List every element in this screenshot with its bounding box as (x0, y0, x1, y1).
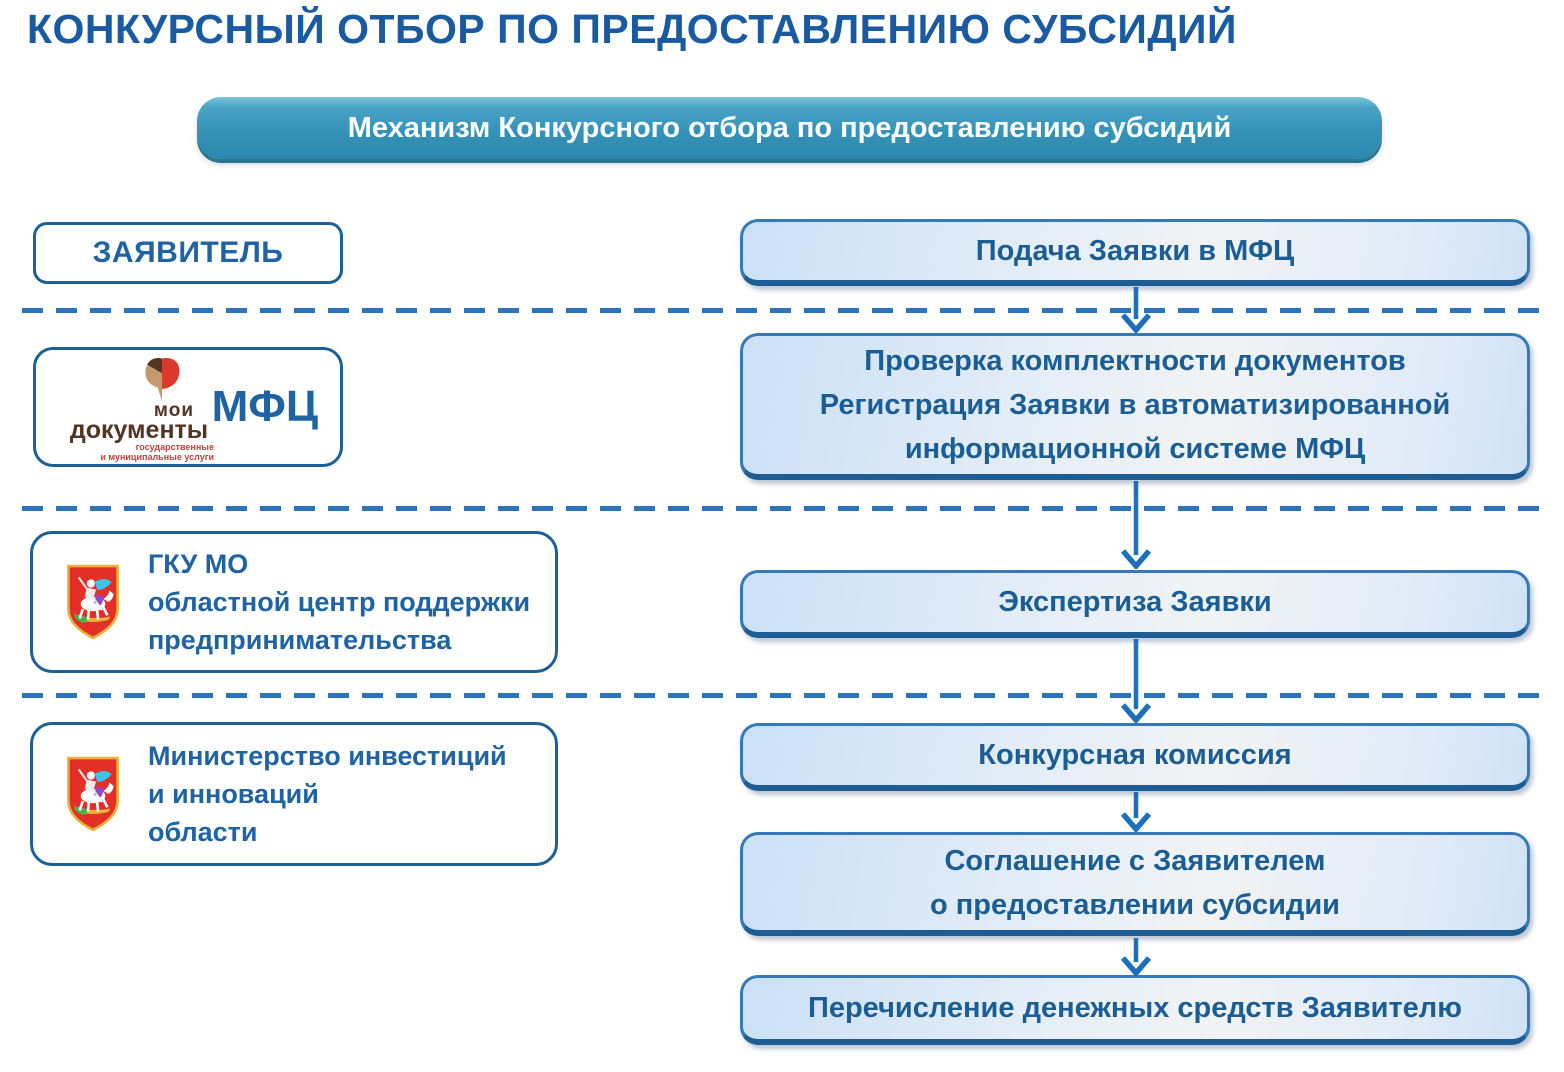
my-documents-logo: мои документы государственные и муниципа… (50, 356, 228, 462)
actor-mfc: мои документы государственные и муниципа… (33, 347, 343, 467)
actor-gku-label: ГКУ МО областной центр поддержки предпри… (148, 549, 531, 655)
flow-step-submit-application: Подача Заявки в МФЦ (740, 219, 1530, 286)
flow-step-expertise: Экспертиза Заявки (740, 570, 1530, 638)
actor-gku: ГКУ МО областной центр поддержки предпри… (30, 531, 558, 673)
banner: Механизм Конкурсного отбора по предостав… (197, 97, 1382, 159)
flow-step-agreement: Соглашение с Заявителем о предоставлении… (740, 832, 1530, 936)
flow-arrow-down-icon (1120, 639, 1152, 723)
flow-arrow-down-icon (1120, 287, 1152, 333)
moscow-oblast-crest-icon (67, 756, 119, 832)
lane-divider (22, 506, 1540, 511)
actor-mfc-label: МФЦ (211, 382, 318, 431)
flow-arrow-down-icon (1120, 938, 1152, 976)
banner-label: Механизм Конкурсного отбора по предостав… (347, 111, 1232, 144)
moscow-oblast-crest-icon (67, 564, 119, 640)
actor-applicant-label: ЗАЯВИТЕЛЬ (92, 236, 284, 269)
page-title: КОНКУРСНЫЙ ОТБОР ПО ПРЕДОСТАВЛЕНИЮ СУБСИ… (27, 6, 1237, 52)
flow-arrow-down-icon (1120, 481, 1152, 569)
lane-divider (22, 308, 1540, 313)
lane-divider (22, 693, 1540, 698)
flow-step-document-check: Проверка комплектности документов Регист… (740, 333, 1530, 480)
my-documents-logo-icon (145, 357, 180, 402)
my-documents-subtitle: государственные и муниципальные услуги (100, 442, 214, 462)
actor-ministry: Министерство инвестиций и инноваций обла… (30, 722, 558, 866)
my-documents-word-dokumenty: документы (69, 416, 209, 444)
flow-step-transfer-funds: Перечисление денежных средств Заявителю (740, 975, 1530, 1045)
flow-step-commission: Конкурсная комиссия (740, 723, 1530, 791)
actor-applicant: ЗАЯВИТЕЛЬ (33, 222, 343, 284)
my-documents-word-moi: мои (153, 400, 194, 421)
flow-arrow-down-icon (1120, 792, 1152, 832)
actor-ministry-label: Министерство инвестиций и инноваций обла… (148, 741, 507, 847)
